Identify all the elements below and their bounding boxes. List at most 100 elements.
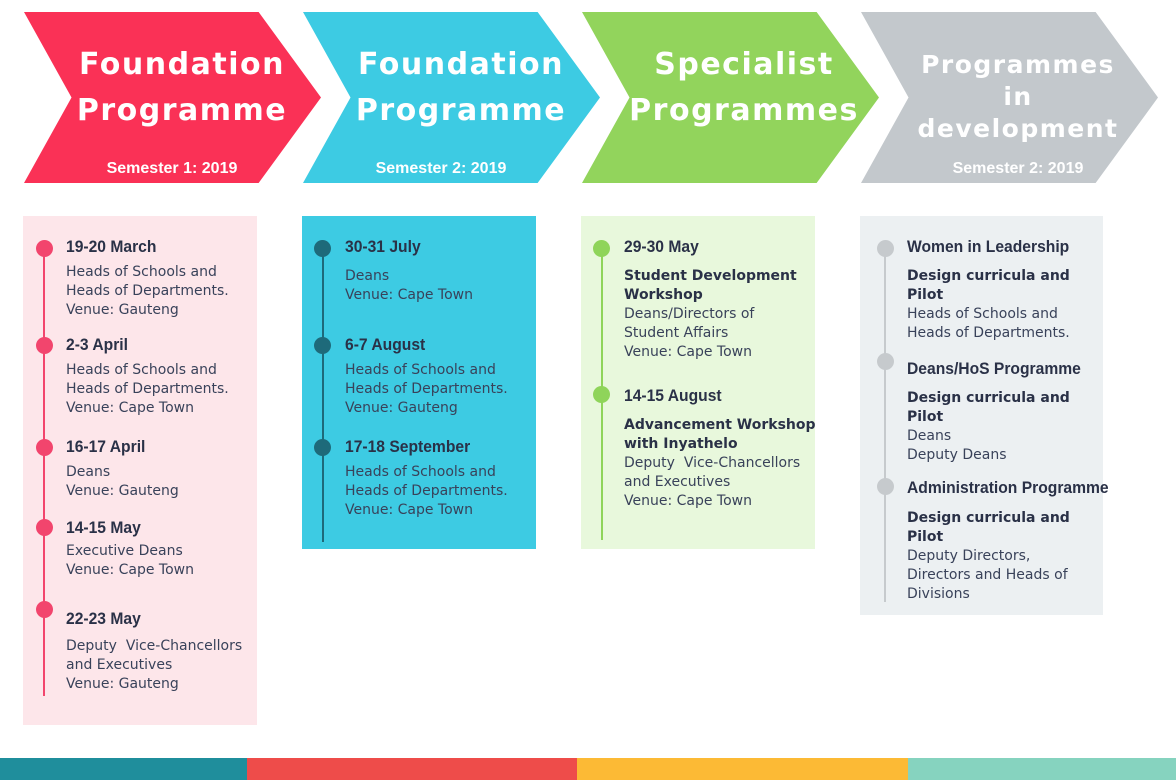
entry-strong-line: Workshop (624, 287, 703, 303)
entry-date: 17-18 September (345, 437, 471, 456)
timeline-dot (36, 337, 53, 354)
entry-line: Deputy Vice-Chancellors (66, 638, 243, 654)
timeline-dot (877, 478, 894, 495)
chevron-shape-1 (24, 12, 321, 183)
stage-2-semester: Semester 2: 2019 (375, 160, 507, 177)
entry-line: Directors and Heads of (907, 567, 1068, 583)
timeline-dot (36, 439, 53, 456)
chevron-shape-4 (861, 12, 1158, 183)
entry-strong-line: Advancement Workshop (624, 417, 816, 433)
timeline-line (884, 248, 886, 602)
entry-line: Venue: Gauteng (66, 483, 179, 499)
entry-strong-line: Design curricula and (907, 390, 1070, 406)
entry-line: Heads of Schools and (66, 362, 217, 378)
entry-date: 6-7 August (345, 335, 426, 354)
entry-line: Venue: Cape Town (66, 562, 194, 578)
entry-date: 29-30 May (624, 237, 699, 256)
bar-segment-red (247, 758, 577, 780)
timeline-dot (36, 519, 53, 536)
entry-line: and Executives (66, 657, 173, 673)
entry-line: Divisions (907, 586, 970, 602)
entry-line: Venue: Cape Town (624, 493, 752, 509)
entry-date: 14-15 August (624, 386, 722, 405)
entry-line: Venue: Gauteng (66, 676, 179, 692)
entry-strong-line: Pilot (907, 529, 944, 545)
column-in-development: Women in Leadership Design curricula and… (860, 216, 1109, 615)
entry-line: Heads of Schools and (345, 362, 496, 378)
stage-3-title-line-1: Specialist (654, 47, 834, 82)
stage-2-title: Foundation Programme (303, 42, 619, 134)
timeline-dot (593, 240, 610, 257)
timeline-dot (36, 601, 53, 618)
entry-line: Venue: Cape Town (624, 344, 752, 360)
entry-line: Deans/Directors of (624, 306, 755, 322)
entry-date: Women in Leadership (907, 237, 1070, 256)
stage-1-title: Foundation Programme (24, 42, 340, 134)
entry-date: 14-15 May (66, 518, 141, 537)
stage-3-title: Specialist Programmes (582, 42, 906, 134)
entry-line: Heads of Schools and (66, 264, 217, 280)
entry-strong-line: Pilot (907, 287, 944, 303)
timeline-dot (314, 337, 331, 354)
entry-line: Venue: Gauteng (66, 302, 179, 318)
bar-segment-teal (0, 758, 247, 780)
bottom-color-bar (0, 758, 1176, 780)
entry-line: Heads of Departments. (345, 381, 508, 397)
entry-date: 2-3 April (66, 335, 128, 354)
entry-line: Venue: Cape Town (345, 287, 473, 303)
entry-line: Executive Deans (66, 543, 183, 559)
stage-4-title-line-2: in (1003, 82, 1033, 111)
chevron-stage-1: Foundation Programme Semester 1: 2019 (24, 12, 344, 183)
stage-2-title-line-2: Programme (355, 93, 567, 128)
entry-line: Heads of Departments. (66, 283, 229, 299)
stage-4-title: Programmes in development (861, 49, 1175, 145)
timeline-dot (314, 439, 331, 456)
bar-segment-mint (908, 758, 1176, 780)
entry-line: Heads of Schools and (907, 306, 1058, 322)
chevron-shape-2 (303, 12, 600, 183)
entry-date: 22-23 May (66, 609, 141, 628)
chevron-stage-2: Foundation Programme Semester 2: 2019 (303, 12, 623, 183)
entry-line: Deputy Deans (907, 447, 1007, 463)
timeline-line (43, 248, 45, 696)
entry-line: Heads of Departments. (907, 325, 1070, 341)
entry-line: and Executives (624, 474, 731, 490)
entry-strong-line: Pilot (907, 409, 944, 425)
timeline-dot (877, 353, 894, 370)
entry-strong-line: Design curricula and (907, 510, 1070, 526)
chevron-stage-4: Programmes in development Semester 2: 20… (861, 12, 1176, 183)
stage-1-title-line-1: Foundation (79, 47, 285, 82)
entry-line: Deputy Directors, (907, 548, 1031, 564)
entry-line: Deans (66, 464, 111, 480)
stage-1-semester: Semester 1: 2019 (106, 160, 238, 177)
entry-date: 30-31 July (345, 237, 421, 256)
entry-line: Student Affairs (624, 325, 729, 341)
entry-line: Heads of Schools and (345, 464, 496, 480)
entry-date: 16-17 April (66, 437, 146, 456)
entry-line: Heads of Departments. (345, 483, 508, 499)
entry-strong-line: with Inyathelo (624, 436, 738, 452)
entry-line: Venue: Gauteng (345, 400, 458, 416)
stage-3-title-line-2: Programmes (629, 93, 859, 128)
entry-strong-line: Design curricula and (907, 268, 1070, 284)
timeline-line (322, 248, 324, 542)
timeline-dot (314, 240, 331, 257)
entry-line: Venue: Cape Town (345, 502, 473, 518)
stage-4-title-line-3: development (917, 114, 1119, 143)
stage-4-semester: Semester 2: 2019 (952, 160, 1084, 177)
